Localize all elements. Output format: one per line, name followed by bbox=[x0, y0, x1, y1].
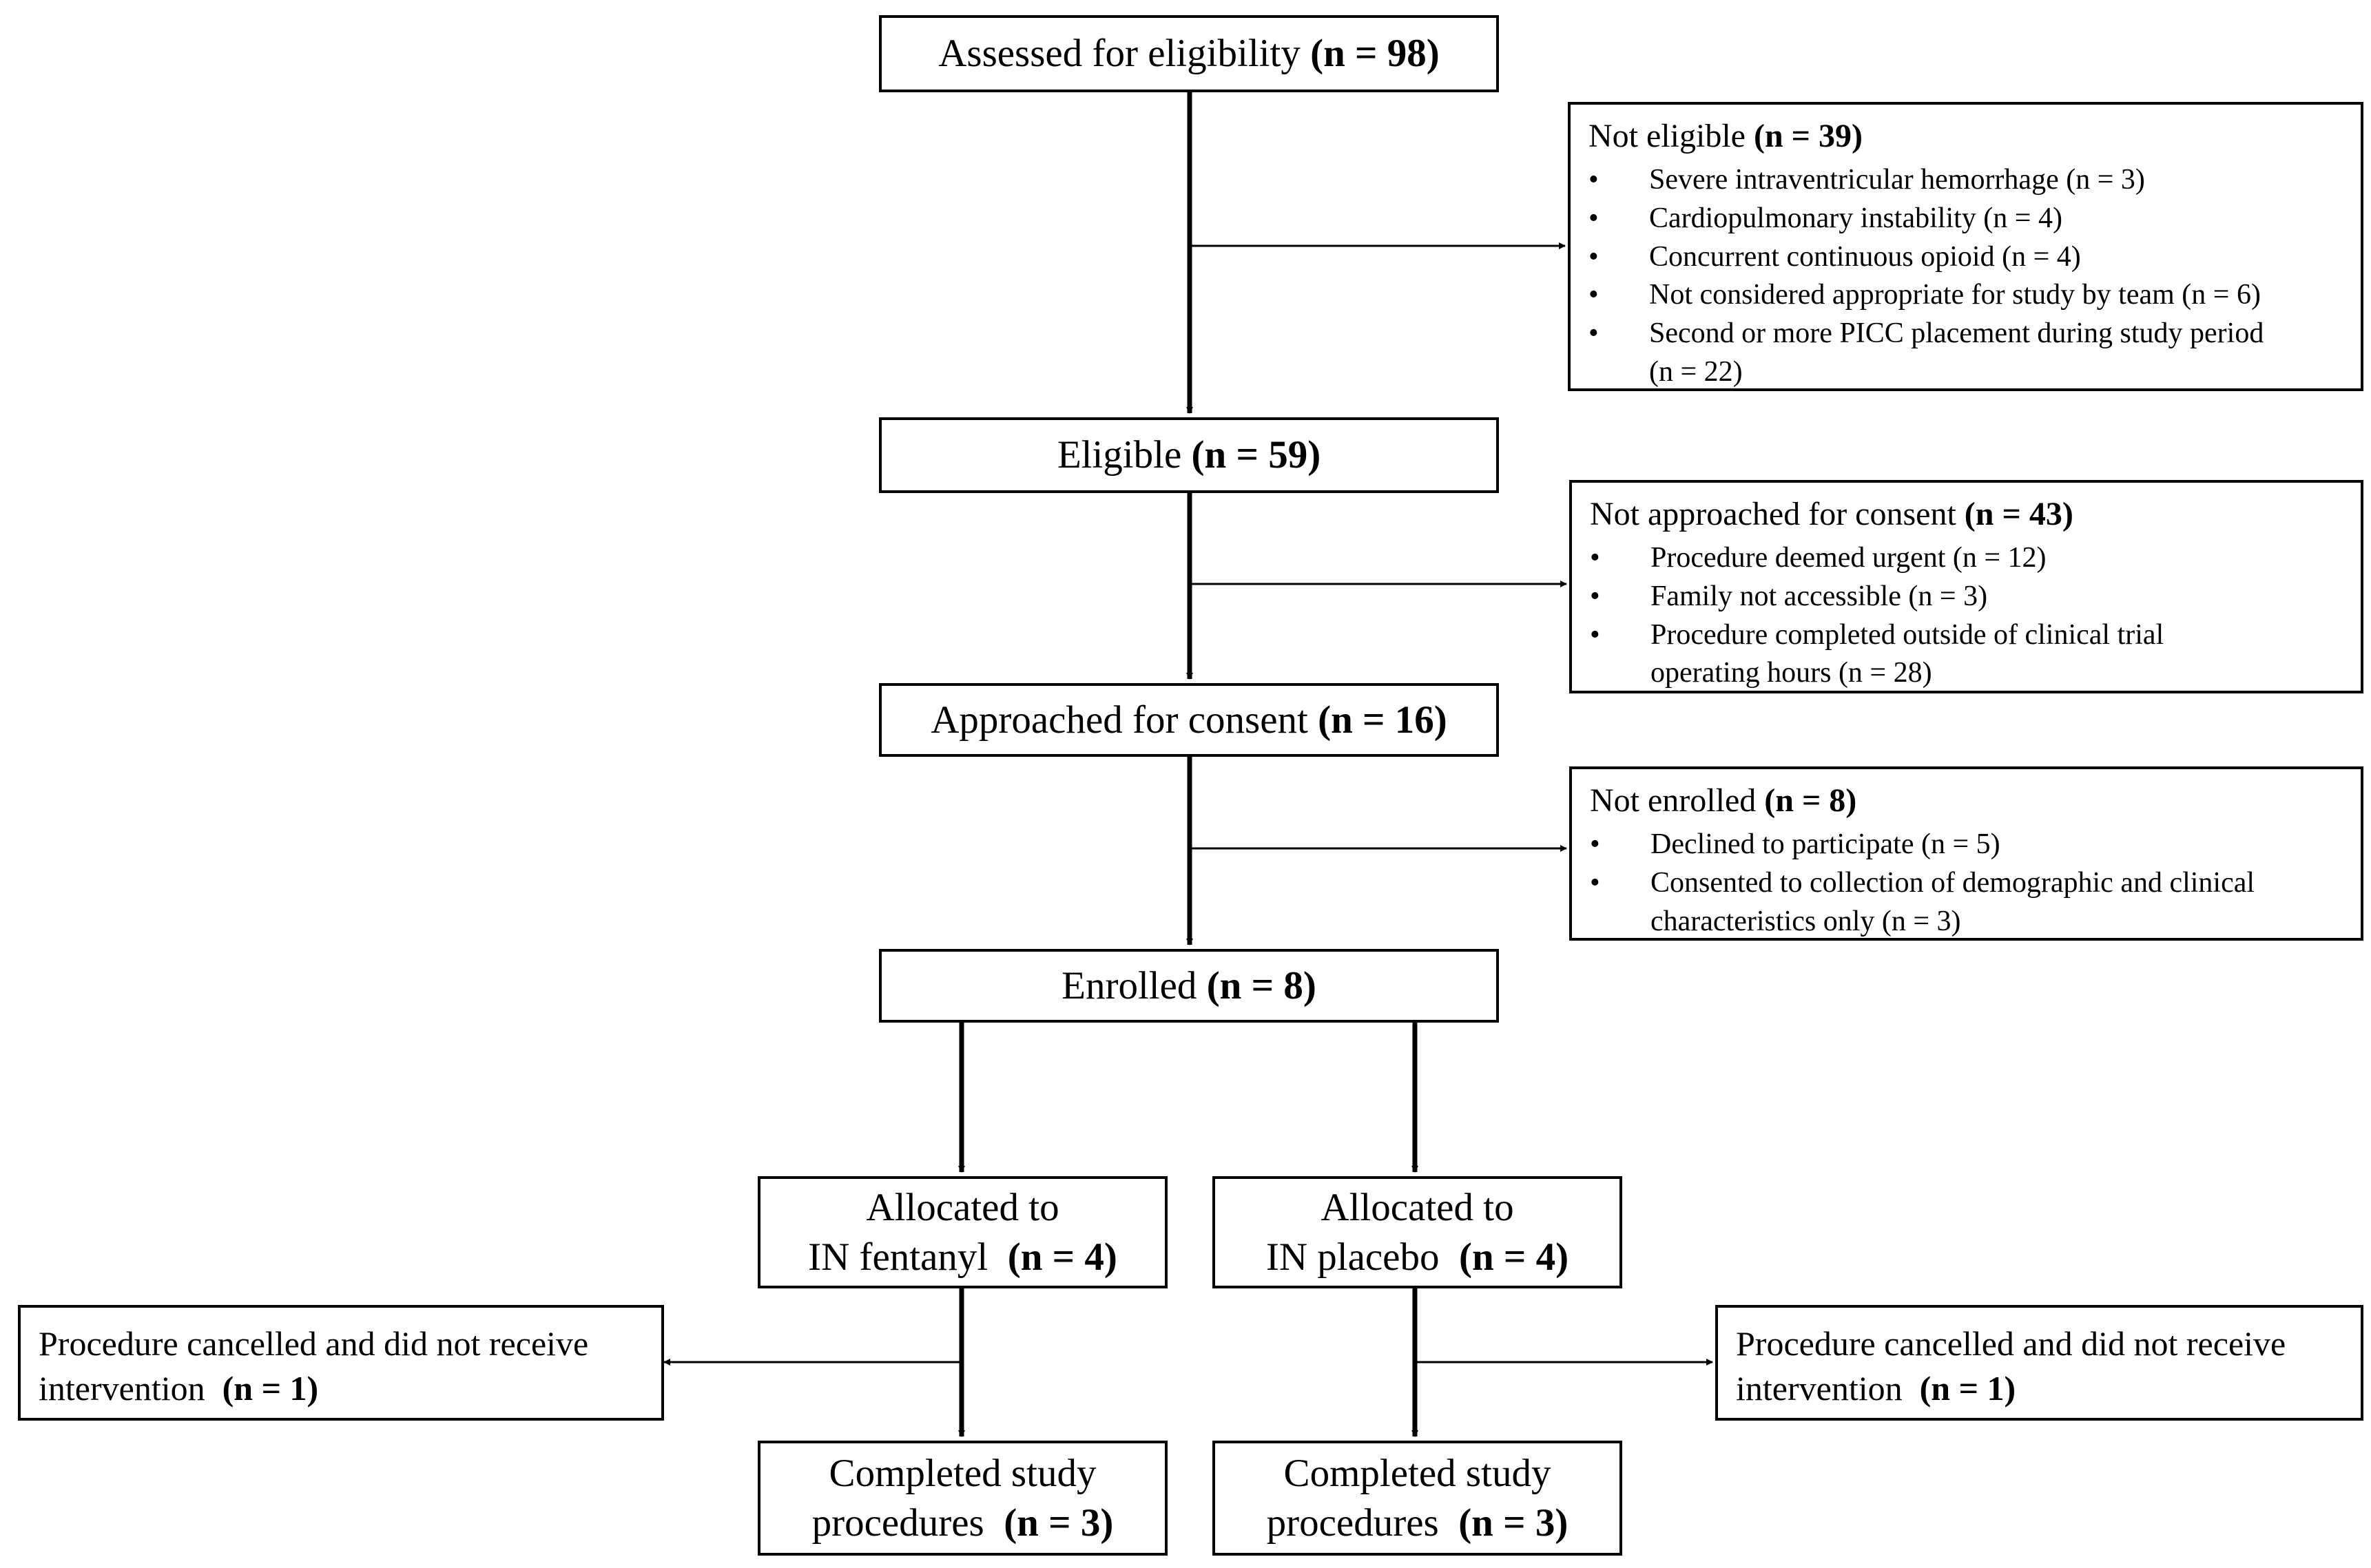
completed-fentanyl-box: Completed study procedures (n = 3) bbox=[758, 1441, 1168, 1556]
allocated-fentanyl-count: (n = 4) bbox=[1007, 1235, 1117, 1279]
completed-placebo-line1: Completed study bbox=[1283, 1452, 1551, 1496]
not-enrolled-count: (n = 8) bbox=[1764, 782, 1857, 819]
cancelled-fentanyl-count: (n = 1) bbox=[222, 1369, 319, 1408]
not-eligible-list: Severe intraventricular hemorrhage (n = … bbox=[1588, 161, 2343, 353]
enrolled-box: Enrolled (n = 8) bbox=[879, 949, 1499, 1023]
list-item: Declined to participate (n = 5) bbox=[1590, 826, 2343, 864]
assessed-count: (n = 98) bbox=[1310, 32, 1440, 76]
list-item: Procedure deemed urgent (n = 12) bbox=[1590, 539, 2343, 578]
not-enrolled-list: Declined to participate (n = 5) Consente… bbox=[1590, 826, 2343, 903]
allocated-fentanyl-line1: Allocated to bbox=[866, 1186, 1059, 1230]
eligible-count: (n = 59) bbox=[1191, 433, 1321, 477]
allocated-fentanyl-box: Allocated to IN fentanyl (n = 4) bbox=[758, 1176, 1168, 1288]
assessed-box: Assessed for eligibility (n = 98) bbox=[879, 15, 1499, 92]
not-enrolled-title: Not enrolled bbox=[1590, 782, 1757, 819]
completed-placebo-box: Completed study procedures (n = 3) bbox=[1212, 1441, 1622, 1556]
cancelled-placebo-line2: intervention bbox=[1736, 1369, 1903, 1408]
cancelled-placebo-line1: Procedure cancelled and did not receive bbox=[1736, 1324, 2286, 1363]
list-item: Procedure completed outside of clinical … bbox=[1590, 616, 2343, 655]
list-item: Family not accessible (n = 3) bbox=[1590, 578, 2343, 616]
not-approached-box: Not approached for consent (n = 43) Proc… bbox=[1569, 480, 2363, 693]
list-item: Not considered appropriate for study by … bbox=[1588, 276, 2343, 315]
not-enrolled-box: Not enrolled (n = 8) Declined to partici… bbox=[1569, 766, 2363, 941]
not-approached-continuation: operating hours (n = 28) bbox=[1650, 657, 1932, 689]
completed-placebo-count: (n = 3) bbox=[1458, 1501, 1568, 1545]
list-item: Consented to collection of demographic a… bbox=[1590, 864, 2343, 903]
cancelled-fentanyl-line1: Procedure cancelled and did not receive bbox=[39, 1324, 589, 1363]
completed-fentanyl-count: (n = 3) bbox=[1004, 1501, 1114, 1545]
completed-fentanyl-line2: procedures bbox=[811, 1501, 984, 1545]
cancelled-fentanyl-line2: intervention bbox=[39, 1369, 205, 1408]
eligible-label: Eligible bbox=[1057, 433, 1182, 477]
approached-label: Approached for consent bbox=[931, 698, 1308, 742]
not-approached-title: Not approached for consent bbox=[1590, 496, 1956, 532]
allocated-placebo-count: (n = 4) bbox=[1458, 1235, 1569, 1279]
approached-count: (n = 16) bbox=[1318, 698, 1447, 742]
list-item: Concurrent continuous opioid (n = 4) bbox=[1588, 238, 2343, 277]
list-item: Second or more PICC placement during stu… bbox=[1588, 315, 2343, 353]
enrolled-label: Enrolled bbox=[1062, 963, 1197, 1007]
approached-box: Approached for consent (n = 16) bbox=[879, 683, 1499, 757]
not-eligible-title: Not eligible bbox=[1588, 118, 1746, 154]
eligible-box: Eligible (n = 59) bbox=[879, 417, 1499, 493]
cancelled-placebo-count: (n = 1) bbox=[1919, 1369, 2016, 1408]
allocated-placebo-line2: IN placebo bbox=[1265, 1235, 1440, 1279]
completed-placebo-line2: procedures bbox=[1266, 1501, 1439, 1545]
cancelled-placebo-box: Procedure cancelled and did not receive … bbox=[1715, 1305, 2363, 1421]
list-item: Cardiopulmonary instability (n = 4) bbox=[1588, 200, 2343, 238]
not-eligible-count: (n = 39) bbox=[1753, 118, 1863, 154]
list-item: Severe intraventricular hemorrhage (n = … bbox=[1588, 161, 2343, 200]
allocated-placebo-line1: Allocated to bbox=[1321, 1186, 1514, 1230]
assessed-label: Assessed for eligibility bbox=[938, 32, 1301, 76]
enrolled-count: (n = 8) bbox=[1206, 963, 1316, 1007]
cancelled-fentanyl-box: Procedure cancelled and did not receive … bbox=[18, 1305, 664, 1421]
completed-fentanyl-line1: Completed study bbox=[829, 1452, 1097, 1496]
allocated-fentanyl-line2: IN fentanyl bbox=[808, 1235, 988, 1279]
not-eligible-box: Not eligible (n = 39) Severe intraventri… bbox=[1568, 102, 2363, 391]
not-approached-count: (n = 43) bbox=[1964, 496, 2073, 532]
allocated-placebo-box: Allocated to IN placebo (n = 4) bbox=[1212, 1176, 1622, 1288]
not-approached-list: Procedure deemed urgent (n = 12) Family … bbox=[1590, 539, 2343, 655]
not-eligible-continuation: (n = 22) bbox=[1649, 356, 1743, 388]
not-enrolled-continuation: characteristics only (n = 3) bbox=[1650, 905, 1961, 937]
